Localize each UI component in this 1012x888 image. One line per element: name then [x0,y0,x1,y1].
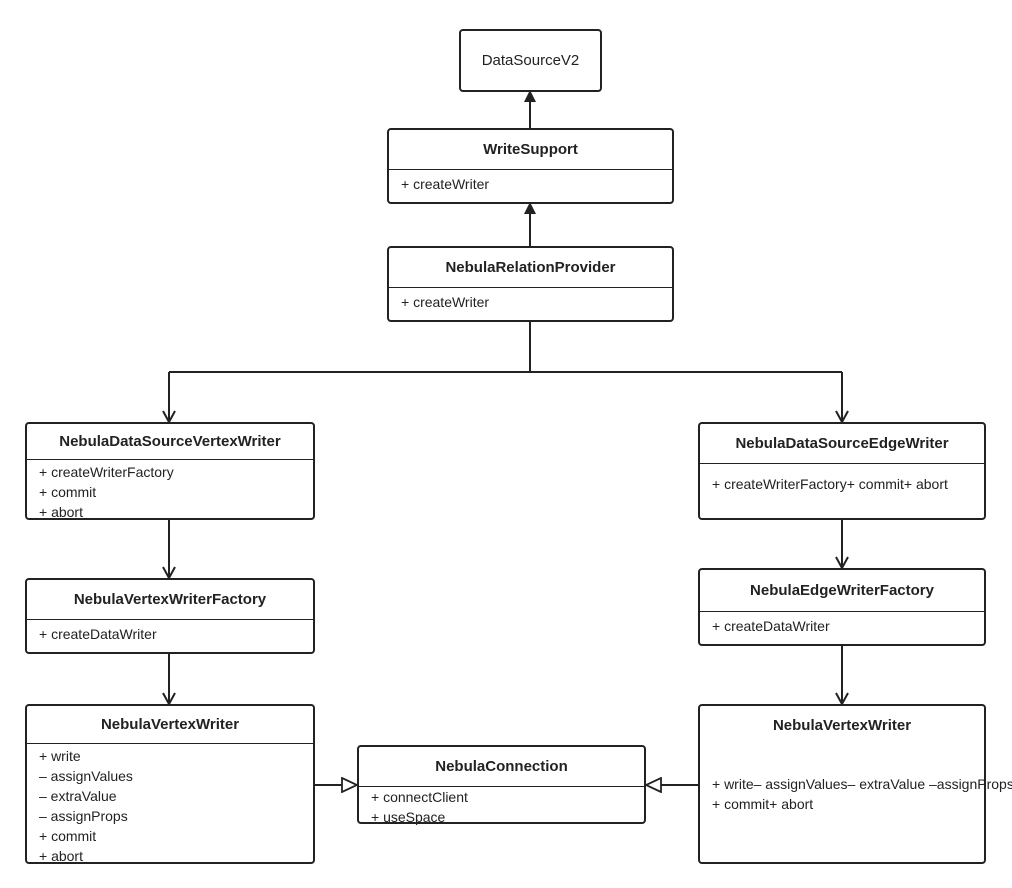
method-list: + commit+ abort [712,796,814,812]
method: + write [39,748,81,764]
class-name: NebulaEdgeWriterFactory [700,570,984,612]
class-name: NebulaVertexWriterFactory [27,580,313,620]
class-nebuladatasourcevertexwriter: NebulaDataSourceVertexWriter + createWri… [25,422,315,520]
class-methods: + connectClient + useSpace [359,787,644,827]
class-nebuladatasourceedgewriter: NebulaDataSourceEdgeWriter + createWrite… [698,422,986,520]
method: + commit [39,828,97,844]
class-nebulaconnection: NebulaConnection + connectClient + useSp… [357,745,646,827]
method: + createWriter [401,294,490,310]
class-name: NebulaDataSourceVertexWriter [27,424,313,460]
class-methods: + write – assignValues – extraValue – as… [27,744,313,866]
method-list: + createWriterFactory+ commit+ abort [712,476,948,492]
class-methods: + createWriter [389,288,672,312]
class-methods: + createWriterFactory+ commit+ abort [700,464,984,494]
method: + createWriter [401,176,490,192]
class-name: NebulaDataSourceEdgeWriter [700,424,984,464]
class-methods: + createWriterFactory + commit + abort [27,460,313,522]
class-methods: + createDataWriter [27,620,313,644]
class-nebulavertexwriter-right: NebulaVertexWriter + write– assignValues… [698,704,1012,864]
class-writesupport: WriteSupport + createWriter [387,128,674,204]
class-name: WriteSupport [389,130,672,170]
class-nebularelationprovider: NebulaRelationProvider + createWriter [387,246,674,322]
method-list: + write– assignValues– extraValue –assig… [712,776,1012,792]
method: + commit [39,484,97,500]
method: – extraValue [39,788,117,804]
class-name: NebulaConnection [359,747,644,787]
class-nebulavertexwriter-left: NebulaVertexWriter + write – assignValue… [25,704,315,864]
class-name: NebulaRelationProvider [389,248,672,288]
method: + abort [39,504,83,520]
method: – assignValues [39,768,133,784]
method: + createDataWriter [712,618,830,634]
method: – assignProps [39,808,128,824]
class-datasourcev2: DataSourceV2 [459,29,602,92]
class-nebulaedgewriterfactory: NebulaEdgeWriterFactory + createDataWrit… [698,568,986,646]
class-name: DataSourceV2 [481,52,580,69]
method: + abort [39,848,83,864]
class-methods: + createDataWriter [700,612,984,636]
class-methods: + createWriter [389,170,672,194]
method: + connectClient [371,789,468,805]
class-name: NebulaVertexWriter [27,706,313,744]
method: + createWriterFactory [39,464,174,480]
method: + createDataWriter [39,626,157,642]
class-methods: + write– assignValues– extraValue –assig… [700,746,1012,814]
class-nebulavertexwriterfactory: NebulaVertexWriterFactory + createDataWr… [25,578,315,654]
method: + useSpace [371,809,446,825]
class-name: NebulaVertexWriter [772,717,912,734]
